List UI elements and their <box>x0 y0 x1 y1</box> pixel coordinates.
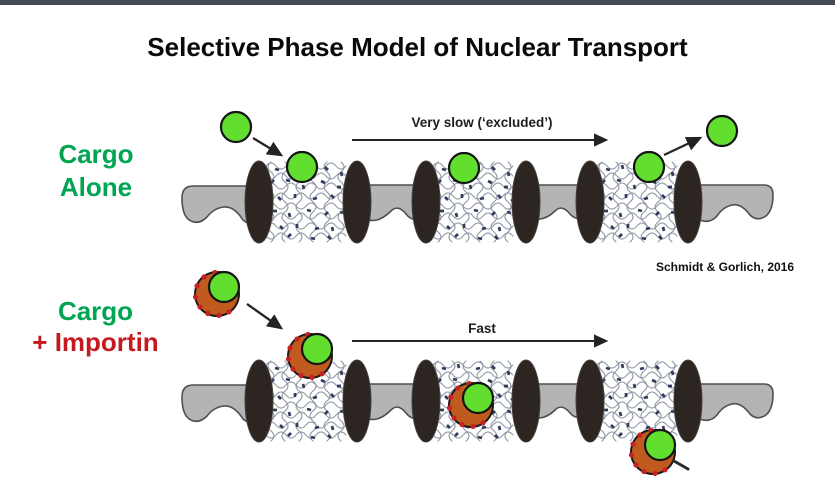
cargo-importin-icon-exiting <box>629 428 675 476</box>
page-title: Selective Phase Model of Nuclear Transpo… <box>147 32 688 62</box>
citation: Schmidt & Gorlich, 2016 <box>655 260 795 274</box>
row-cargo-importin <box>182 270 773 476</box>
row-label-cargo-importin: Cargo + Importin <box>8 296 183 358</box>
cargo-importin-line2: + Importin <box>32 327 159 357</box>
row-cargo-alone <box>182 110 773 243</box>
cargo-alone-line2: Alone <box>59 172 133 202</box>
rate-label-fast: Fast <box>468 321 496 336</box>
entry-arrow-row2 <box>246 303 284 330</box>
cargo-importin-icon-docking <box>286 332 332 380</box>
cargo-icon-free-right <box>705 114 739 148</box>
exit-dash-row2 <box>672 459 690 471</box>
cargo-importin-icon-in-mesh <box>447 381 493 429</box>
cargo-icon-on-mesh-3 <box>632 150 666 184</box>
row-label-cargo-alone: Cargo Alone <box>26 138 166 204</box>
entry-arrow-row1 <box>252 137 284 157</box>
top-accent-bar <box>0 0 835 5</box>
cargo-icon-free-left <box>219 110 253 144</box>
cargo-alone-line1: Cargo <box>58 139 134 169</box>
cargo-importin-line1: Cargo <box>57 296 134 326</box>
cargo-icon-on-mesh-1 <box>285 150 319 184</box>
exit-arrow-row1 <box>663 136 703 157</box>
cargo-importin-icon-free <box>193 270 239 318</box>
cargo-icon-on-mesh-2 <box>447 151 481 185</box>
rate-label-very-slow: Very slow (‘excluded’) <box>411 115 553 130</box>
